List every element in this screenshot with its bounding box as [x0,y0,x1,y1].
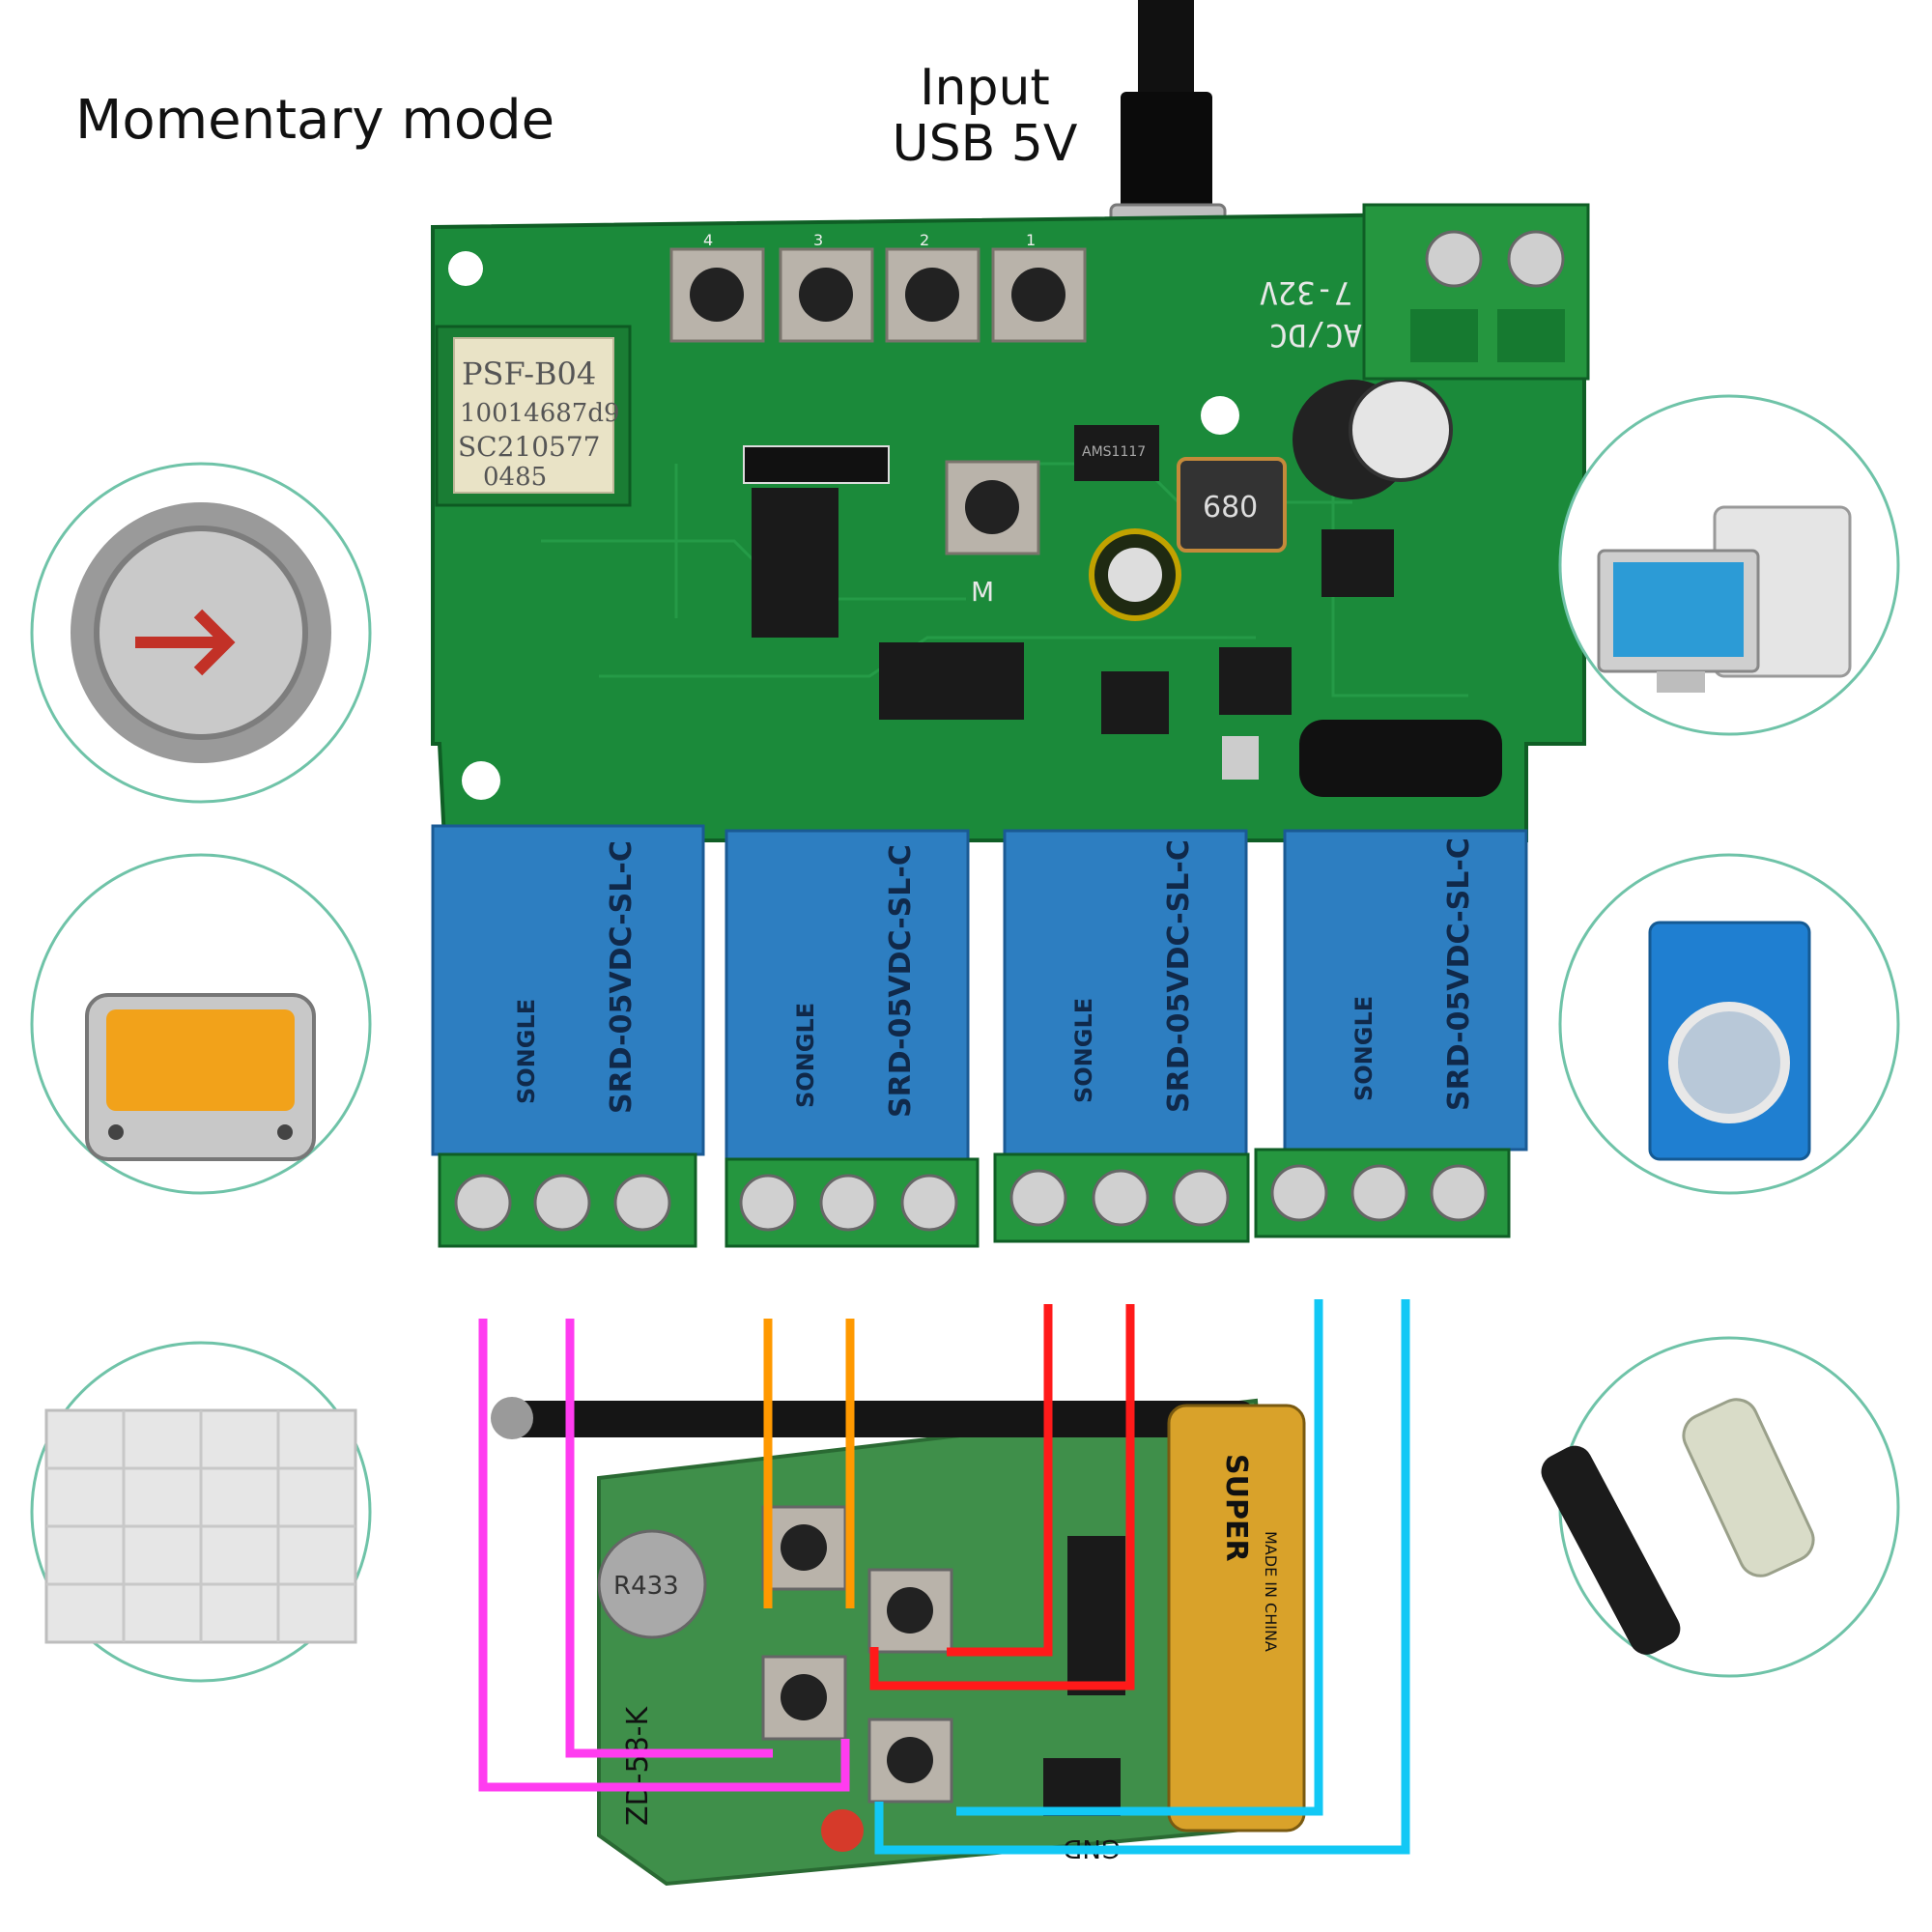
regulator-label: AMS1117 [1082,444,1146,460]
garage-door-icon [30,1341,372,1683]
relays: SRD-05VDC-SL-C SONGLE SRD-05VDC-SL-C SONGL… [431,824,1528,1248]
wires [478,1299,1410,1855]
module-label-1: PSF-B04 [462,355,596,392]
power-label-type: AC/DC [1269,317,1362,354]
battery-sub-label: MADE IN CHINA [1262,1531,1280,1652]
input-label-line1: Input [920,59,1050,117]
wire-relay3-b [869,1304,1135,1690]
relay-model-4: SRD-05VDC-SL-C [1442,838,1476,1111]
remote-board-label: ZD-58-K [621,1706,655,1826]
module-label-3: SC210577 [458,431,601,463]
relay-brand-1: SONGLE [513,999,540,1104]
relay-model-1: SRD-05VDC-SL-C [605,840,639,1114]
washing-machine-icon [1558,853,1900,1195]
elevator-button-icon [30,462,372,804]
module-label-2: 10014687d9 [460,399,620,428]
wire-relay1-a [478,1319,850,1792]
wire-relay4-b [874,1299,1410,1855]
relay-brand-4: SONGLE [1350,996,1378,1101]
button-number-1: 1 [1026,231,1036,249]
power-terminal [1362,203,1590,381]
wire-relay1-b [565,1319,773,1758]
board-buttons: 4 3 2 1 [669,231,1087,555]
input-label-line2: USB 5V [892,115,1078,173]
relay-2: SRD-05VDC-SL-C SONGLE [724,829,980,1248]
page-title: Momentary mode [75,89,555,152]
battery-label: SUPER [1219,1454,1253,1562]
inductor-label: 680 [1203,491,1258,525]
module-label-4: 0485 [483,463,547,492]
remote-controls-icon [1541,1336,1900,1678]
desktop-computer-icon [1558,394,1900,736]
relay-1: SRD-05VDC-SL-C SONGLE [431,824,705,1248]
chip-label: M [971,576,994,608]
toaster-oven-icon [30,853,372,1195]
input-label: Input USB 5V [881,60,1089,172]
wire-relay3-a [947,1304,1053,1657]
relay-board: PSF-B04 10014687d9 SC210577 0485 4 3 2 1… [431,203,1590,842]
relay-model-2: SRD-05VDC-SL-C [884,844,918,1118]
relay-3: SRD-05VDC-SL-C SONGLE [993,829,1250,1243]
relay-model-3: SRD-05VDC-SL-C [1162,839,1196,1113]
crystal-label: R433 [613,1572,679,1601]
relay-brand-2: SONGLE [792,1003,819,1108]
power-label-voltage: 7-32V [1260,274,1352,311]
relay-brand-3: SONGLE [1070,998,1097,1103]
button-number-4: 4 [703,231,713,249]
wire-relay4-a [956,1299,1323,1816]
button-number-3: 3 [813,231,823,249]
button-number-2: 2 [920,231,929,249]
relay-4: SRD-05VDC-SL-C SONGLE [1254,829,1528,1238]
remote-board: R433 ZD-58-K GND SUPER MADE IN CHINA [491,1397,1306,1887]
